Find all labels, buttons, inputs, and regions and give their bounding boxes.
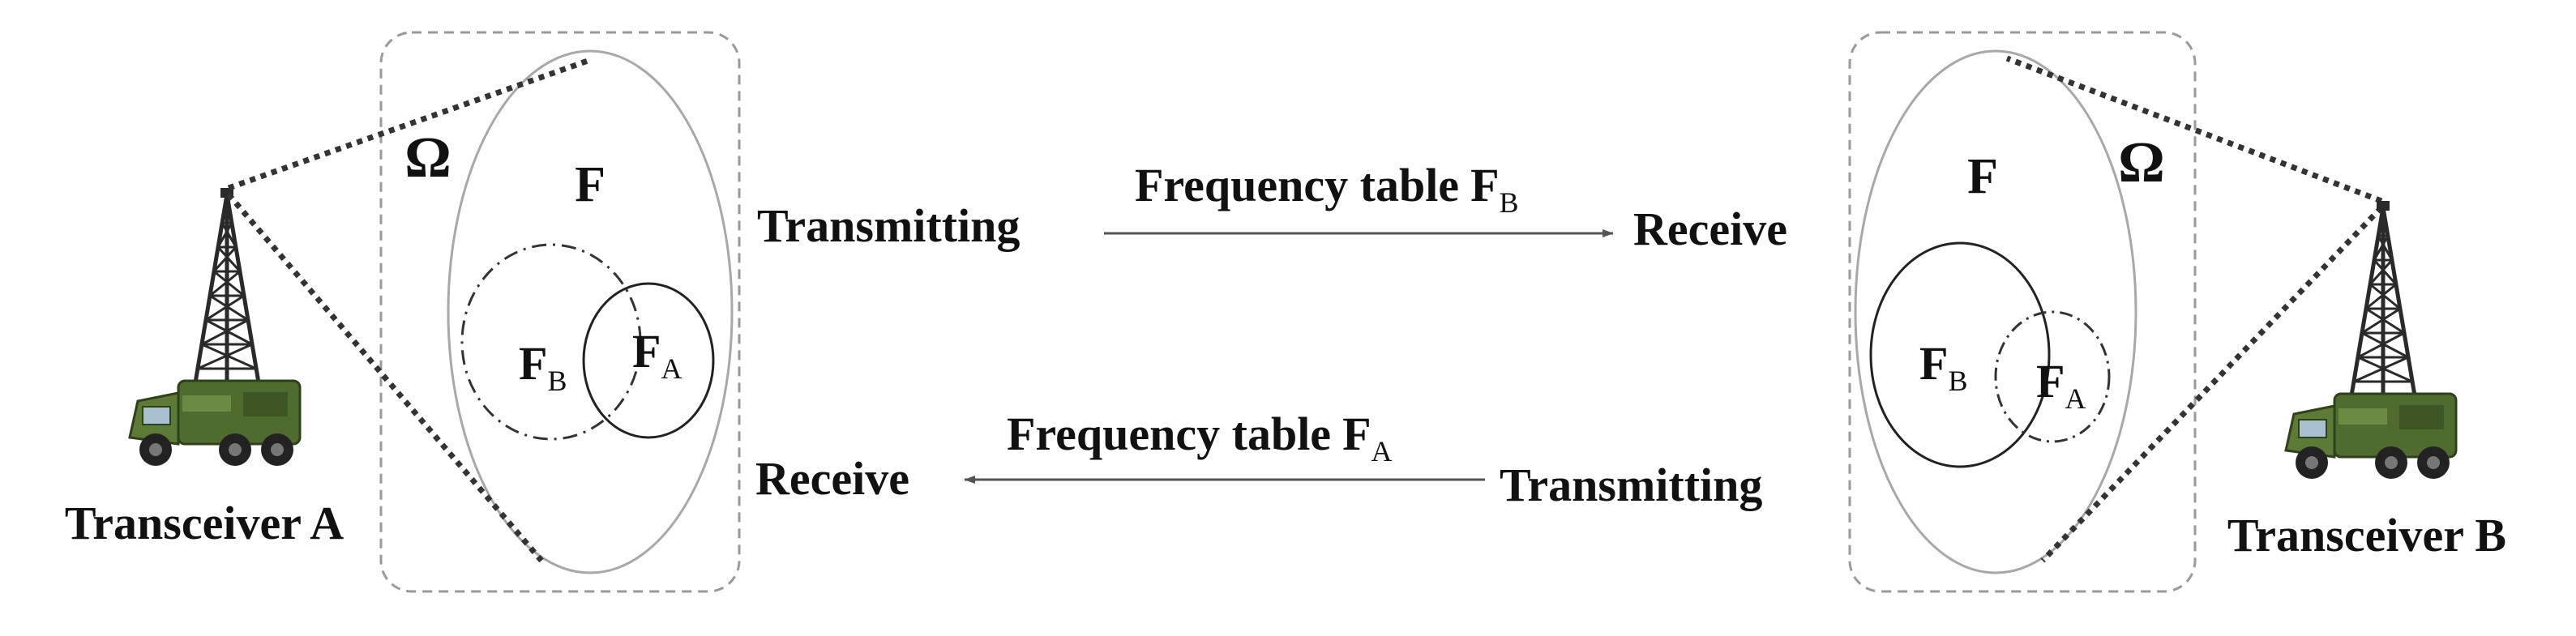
subset-fa-circle-b [1994, 310, 2111, 443]
subset-fb-label-b: FB [1919, 337, 1967, 397]
omega-symbol-b: Ω [2118, 130, 2165, 194]
set-f-label-b: F [1967, 149, 1998, 204]
coverage-line-b-bottom [2040, 205, 2384, 563]
subset-fa-label-b: FA [2036, 355, 2086, 415]
subset-fb-label-a: FB [519, 337, 567, 397]
subset-fa-label-a: FA [632, 325, 682, 385]
subset-fa-circle-a [582, 282, 715, 439]
region-a-box [379, 31, 741, 593]
top-receive-label: Receive [1633, 203, 1787, 255]
subset-fb-circle-a [460, 243, 642, 441]
omega-symbol-a: Ω [404, 125, 451, 190]
transceiver-b-icon [2286, 201, 2456, 479]
bottom-receive-label: Receive [755, 452, 909, 505]
coverage-line-a-top [227, 57, 592, 191]
coverage-line-a-bottom [226, 192, 544, 563]
transceiver-a-label: Transceiver A [65, 497, 344, 549]
transceiver-b-label: Transceiver B [2227, 509, 2506, 561]
set-f-label-a: F [575, 157, 605, 212]
subset-fb-circle-b [1869, 241, 2051, 468]
transceiver-a-icon [130, 188, 300, 466]
top-transmitting-label: Transmitting [757, 199, 1020, 252]
coverage-line-b-top [2005, 55, 2383, 204]
bottom-transmitting-label: Transmitting [1500, 459, 1762, 511]
set-f-ellipse-b [1854, 49, 2137, 574]
set-f-ellipse-a [447, 49, 734, 574]
